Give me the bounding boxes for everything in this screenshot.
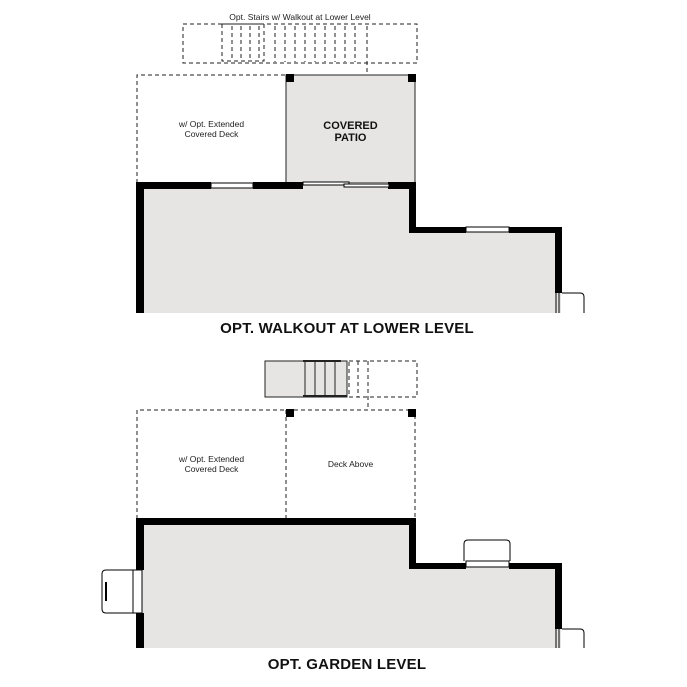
plan-title-garden: OPT. GARDEN LEVEL <box>267 656 427 673</box>
garden-stairs <box>264 360 348 398</box>
lower-level-floor-top <box>137 183 561 313</box>
exterior-walls-bottom <box>136 518 562 648</box>
deck-above-label: Deck Above <box>327 459 374 469</box>
exterior-walls-top <box>136 182 562 313</box>
covered-patio-fill <box>285 74 416 184</box>
plan-title-walkout: OPT. WALKOUT AT LOWER LEVEL <box>220 320 474 337</box>
extended-deck-label-bottom-1: w/ Opt. Extended <box>178 454 245 464</box>
covered-patio-label-2: PATIO <box>334 132 367 144</box>
covered-patio-label-1: COVERED <box>323 120 378 132</box>
optional-stairs-outline <box>182 23 418 74</box>
side-door-top <box>555 292 585 313</box>
stairs-note-label: Opt. Stairs w/ Walkout at Lower Level <box>229 12 371 22</box>
garden-stairs-dashed <box>348 360 418 409</box>
windows-top <box>210 181 510 233</box>
garden-level-floor <box>137 519 561 648</box>
window-wells-bottom <box>101 539 511 614</box>
deck-outline-bottom <box>136 409 416 519</box>
extended-deck-outline-top <box>136 74 286 183</box>
extended-deck-label-top-1: w/ Opt. Extended <box>178 119 245 129</box>
extended-deck-label-bottom-2: Covered Deck <box>184 464 239 474</box>
extended-deck-label-top-2: Covered Deck <box>184 129 239 139</box>
side-door-bottom <box>555 628 585 648</box>
